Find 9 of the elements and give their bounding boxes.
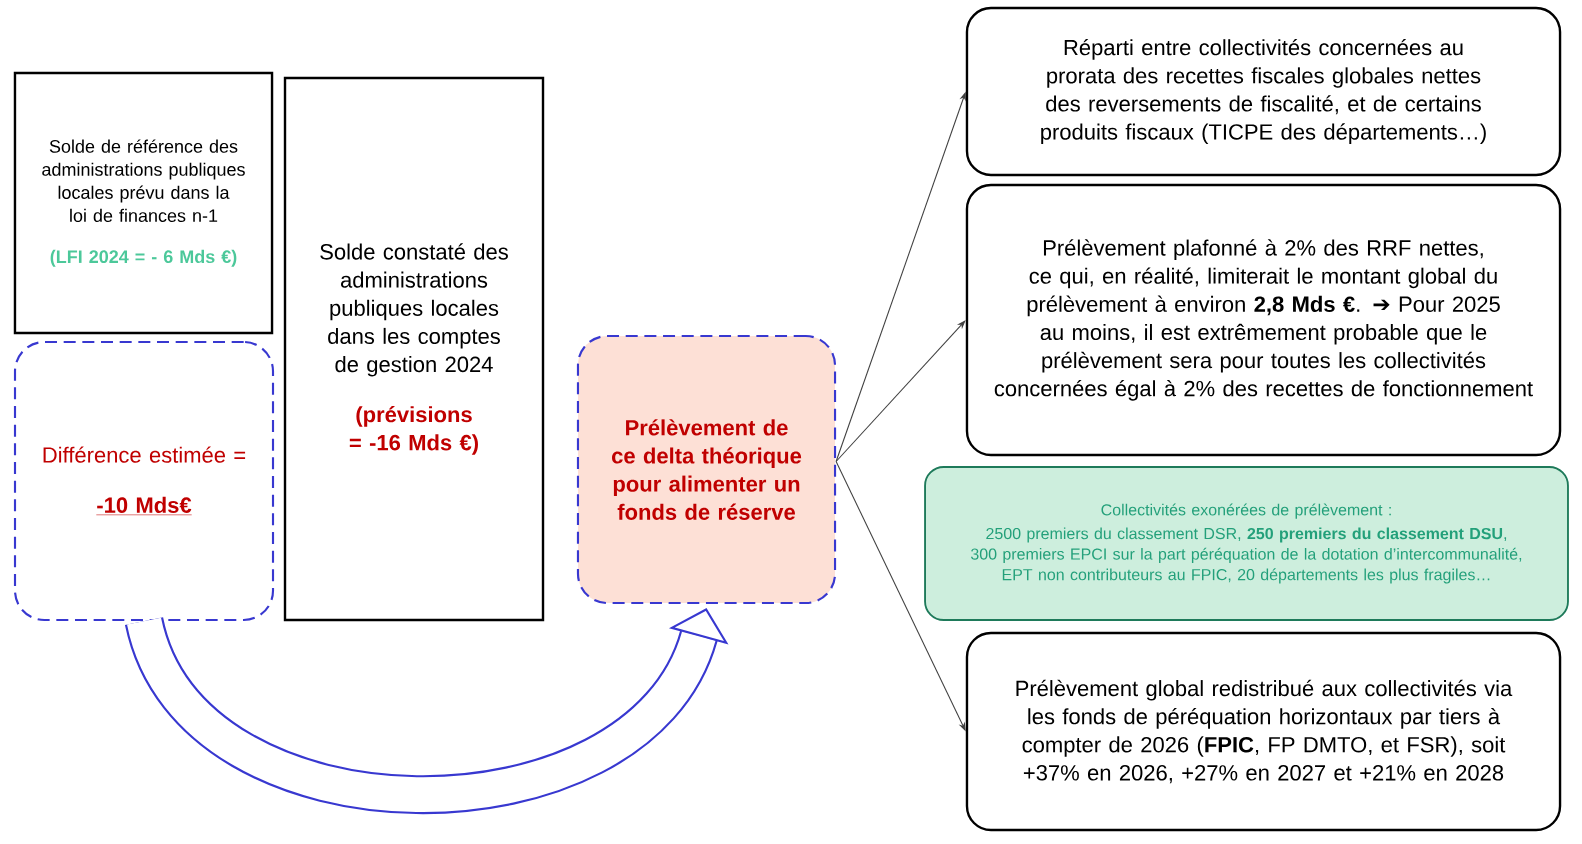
dashed-box: Différence estimée = -10 Mds€	[13, 340, 275, 622]
text-box: Solde de référence des administrations publiques locales prévu dans la loi de finances n-1 (LFI 2024 = - 6 Mds €)	[13, 71, 274, 335]
text-box: Solde constaté des administrations publiques locales dans les comptes de gestion 2024 (prévisions = -16 Mds €)	[283, 76, 545, 622]
highlight-box: Prélèvement de ce delta théorique pour alimenter un fonds de réserve	[576, 334, 837, 605]
rounded-box: Prélèvement plafonné à 2% des RRF nettes, ce qui, en réalité, limiterait le montant global du prélèvement à environ 2,8 Mds €. ➔ Pour 2025 au moins, il est extrêmement probable que le prélèvement sera pour toutes les collectivités concernées égal à 2% des recettes de fonctionnement	[965, 183, 1562, 457]
arrow	[835, 320, 966, 463]
rounded-box: Prélèvement global redistribué aux collectivités via les fonds de péréquation horizontaux par tiers à compter de 2026 (FPIC, FP DMTO, et FSR), soit +37% en 2026, +27% en 2027 et +21% en 2028	[965, 631, 1562, 832]
note-box: Collectivités exonérées de prélèvement : 2500 premiers du classement DSR, 250 premiers du classement DSU, 300 premiers EPCI sur la part péréquation de la dotation d’intercommunalité, EPT non contributeurs au FPIC, 20 départements les plus fragiles…	[924, 466, 1569, 621]
rounded-box: Réparti entre collectivités concernées au prorata des recettes fiscales globales nettes des reversements de fiscalité, et de certains produits fiscaux (TICPE des départements…)	[965, 6, 1562, 177]
